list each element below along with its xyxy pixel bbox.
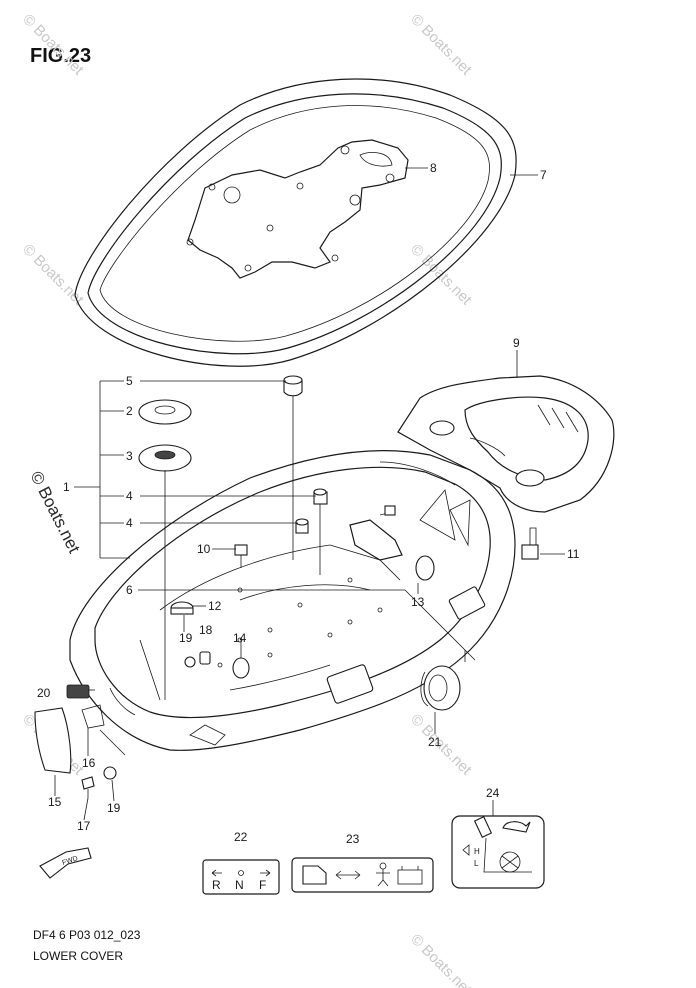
shift-letter-n: N bbox=[235, 878, 244, 892]
watermark-side-text: © Boats.net bbox=[26, 468, 83, 556]
figure-title: FIG.23 bbox=[30, 45, 91, 67]
callout-23: 23 bbox=[346, 832, 360, 846]
shift-letter-r: R bbox=[212, 878, 221, 892]
forward-arrow-label: FWD bbox=[61, 855, 78, 867]
watermark-text: © Boats.net bbox=[407, 11, 475, 79]
callout-9: 9 bbox=[513, 336, 520, 350]
forward-arrow-icon: FWD bbox=[39, 847, 92, 879]
callout-4a: 4 bbox=[126, 489, 133, 503]
oil-gauge-letter-h: H bbox=[474, 847, 480, 856]
oil-gauge-label: H L bbox=[451, 815, 545, 889]
callout-16: 16 bbox=[82, 756, 96, 770]
callouts: 1 2 3 4 4 5 6 7 8 9 10 11 12 13 14 15 16… bbox=[37, 161, 580, 846]
callout-3: 3 bbox=[126, 449, 133, 463]
oil-gauge-letter-l: L bbox=[474, 859, 479, 868]
watermark-text: © Boats.net bbox=[407, 931, 475, 988]
callout-19b: 19 bbox=[107, 801, 121, 815]
callout-11: 11 bbox=[567, 547, 580, 561]
callout-19a: 19 bbox=[179, 631, 193, 645]
watermark-text: © Boats.net bbox=[19, 241, 87, 309]
shift-label-plate: R N F bbox=[202, 859, 280, 895]
seal-ring-part bbox=[74, 78, 517, 367]
diagram-caption: LOWER COVER bbox=[33, 949, 123, 963]
callout-17: 17 bbox=[77, 819, 91, 833]
callout-6: 6 bbox=[126, 583, 133, 597]
callout-12: 12 bbox=[208, 599, 222, 613]
callout-5: 5 bbox=[126, 374, 133, 388]
callout-15: 15 bbox=[48, 795, 62, 809]
callout-8: 8 bbox=[430, 161, 437, 175]
callout-21: 21 bbox=[428, 735, 442, 749]
callout-2: 2 bbox=[126, 404, 133, 418]
callout-10: 10 bbox=[197, 542, 211, 556]
callout-1: 1 bbox=[63, 480, 70, 494]
leader-lines bbox=[54, 167, 565, 821]
diagram-code: DF4 6 P03 012_023 bbox=[33, 928, 141, 942]
callout-4b: 4 bbox=[126, 516, 133, 530]
handle-part bbox=[397, 375, 615, 513]
callout-7: 7 bbox=[540, 168, 547, 182]
callout-13: 13 bbox=[411, 595, 425, 609]
decal-label bbox=[291, 857, 434, 893]
lower-cover-body bbox=[69, 450, 516, 751]
callout-22: 22 bbox=[234, 830, 248, 844]
shift-letter-f: F bbox=[259, 878, 266, 892]
callout-14: 14 bbox=[233, 631, 247, 645]
gasket-part bbox=[186, 139, 409, 279]
callout-18: 18 bbox=[199, 623, 213, 637]
callout-20: 20 bbox=[37, 686, 51, 700]
callout-24: 24 bbox=[486, 786, 500, 800]
small-parts bbox=[34, 375, 539, 798]
